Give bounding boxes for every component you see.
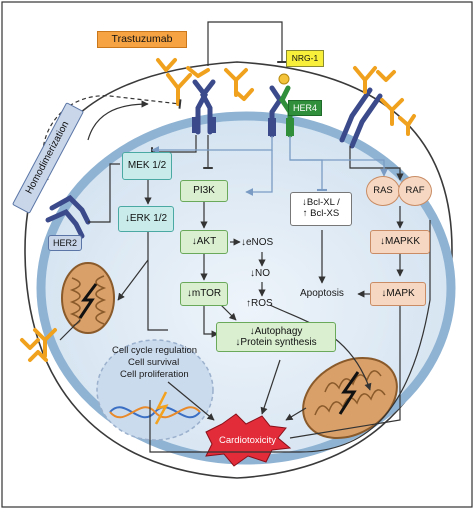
mtor-box: ↓mTOR — [180, 282, 228, 306]
receptor-kinase — [286, 118, 294, 136]
mapkk-box: ↓MAPKK — [370, 230, 430, 254]
ras-node: RAS — [366, 176, 400, 206]
cell-survival-label: Cell survival — [128, 357, 180, 368]
bcl-line-2: ↑ Bcl-XS — [302, 208, 340, 219]
mitochondrion-left — [61, 262, 115, 334]
cardiotoxicity-label: Cardiotoxicity — [219, 435, 277, 446]
receptor-kinase — [192, 117, 200, 133]
protein-synthesis-label: ↓Protein synthesis — [235, 337, 317, 348]
bcl-line-1: ↓Bcl-XL / — [302, 197, 340, 209]
outer-boundary — [24, 61, 453, 479]
apoptosis-label: Apoptosis — [300, 288, 344, 299]
mek-box: MEK 1/2 — [122, 152, 172, 180]
antibody-icons — [20, 58, 416, 362]
connectors — [42, 21, 431, 453]
lightning-icon — [154, 391, 169, 425]
raf-node: RAF — [398, 176, 432, 206]
damage-lightning-icon — [338, 371, 360, 415]
cell-proliferation-label: Cell proliferation — [120, 369, 189, 380]
receptor-kinase — [268, 118, 276, 136]
mitochondrion-right — [302, 357, 398, 439]
nrg1-ligand — [278, 73, 290, 85]
her4-label: HER4 — [288, 100, 322, 116]
bcl-box: ↓Bcl-XL / ↑ Bcl-XS — [290, 192, 352, 226]
her2-label: HER2 — [48, 235, 82, 251]
her2-monomer-receptor — [45, 194, 91, 239]
no-label: ↓NO — [250, 268, 270, 279]
ros-label: ↑ROS — [246, 298, 273, 309]
right-receptor-dimer — [339, 87, 383, 149]
enos-label: ↓eNOS — [241, 237, 274, 248]
trastuzumab-label: Trastuzumab — [97, 31, 187, 48]
receptor-kinase — [208, 117, 216, 133]
mapk-box: ↓MAPK — [370, 282, 426, 306]
cardiotoxicity-burst — [205, 413, 292, 467]
autophagy-box: ↓Autophagy ↓Protein synthesis — [216, 322, 336, 352]
dna-strand-b — [109, 406, 201, 419]
her4-connectors — [151, 136, 388, 196]
akt-box: ↓AKT — [180, 230, 228, 254]
autophagy-label: ↓Autophagy — [249, 325, 303, 337]
cell-cycle-label: Cell cycle regulation — [112, 345, 198, 356]
pi3k-box: PI3K — [180, 180, 228, 202]
nrg1-label: NRG-1 — [286, 50, 324, 67]
erk-box: ↓ERK 1/2 — [118, 206, 174, 232]
damage-lightning-icon — [78, 283, 98, 319]
